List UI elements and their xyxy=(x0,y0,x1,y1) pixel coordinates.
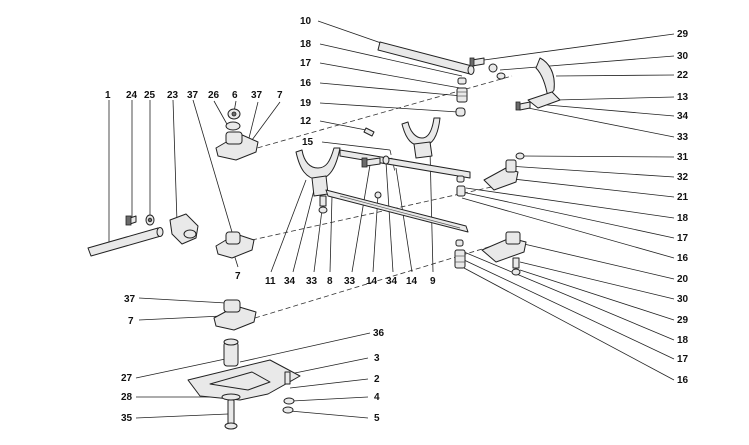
callout-labels: 1 24 25 23 37 26 6 37 7 10 18 17 16 19 1… xyxy=(105,16,689,424)
callout-8: 8 xyxy=(327,276,333,287)
callout-32: 32 xyxy=(677,172,689,183)
bolt-part-33-lower xyxy=(318,195,328,214)
mount-assembly-bottom xyxy=(187,338,301,430)
alignment-lines xyxy=(249,75,513,319)
callout-16: 16 xyxy=(677,253,689,264)
callout-33: 33 xyxy=(344,276,356,287)
callout-17: 17 xyxy=(300,58,312,69)
callout-11: 11 xyxy=(265,276,276,287)
detent-assembly-lower xyxy=(454,239,466,269)
callout-3: 3 xyxy=(374,353,380,364)
callout-15: 15 xyxy=(302,137,314,148)
rod-part-10 xyxy=(377,41,475,75)
callout-29: 29 xyxy=(677,315,689,326)
callout-34: 34 xyxy=(677,111,689,122)
bracket-part-23 xyxy=(169,213,199,245)
callout-33: 33 xyxy=(306,276,318,287)
callout-21: 21 xyxy=(677,192,689,203)
callout-31: 31 xyxy=(677,152,689,163)
callout-28: 28 xyxy=(121,392,133,403)
callout-10: 10 xyxy=(300,16,312,27)
callout-16: 16 xyxy=(300,78,312,89)
callout-17: 17 xyxy=(677,354,689,365)
callout-14: 14 xyxy=(406,276,418,287)
callout-34: 34 xyxy=(284,276,296,287)
callout-9: 9 xyxy=(430,276,436,287)
callout-14: 14 xyxy=(366,276,378,287)
bolt-part-33-right xyxy=(515,101,531,111)
callout-22: 22 xyxy=(677,70,689,81)
callout-37: 37 xyxy=(187,90,199,101)
leader-lines xyxy=(108,20,675,419)
callout-33: 33 xyxy=(677,132,689,143)
callout-30: 30 xyxy=(677,294,689,305)
callout-12: 12 xyxy=(300,116,312,127)
selector-head-part-21 xyxy=(483,152,525,191)
callout-30: 30 xyxy=(677,51,689,62)
callout-24: 24 xyxy=(126,90,138,101)
pin-part-14 xyxy=(374,191,382,199)
callout-20: 20 xyxy=(677,274,689,285)
callout-25: 25 xyxy=(144,90,156,101)
callout-1: 1 xyxy=(105,90,111,101)
callout-19: 19 xyxy=(300,98,312,109)
bolt-part-33 xyxy=(361,155,390,168)
shift-fork-part-11 xyxy=(295,147,341,197)
callout-37: 37 xyxy=(251,90,263,101)
callout-23: 23 xyxy=(167,90,179,101)
callout-7: 7 xyxy=(235,271,241,282)
detent-assembly-middle xyxy=(456,175,466,197)
callout-6: 6 xyxy=(232,90,238,101)
bolt-part-29 xyxy=(469,57,506,80)
callout-34: 34 xyxy=(386,276,398,287)
shaft-part-8 xyxy=(325,189,469,233)
callout-18: 18 xyxy=(677,213,689,224)
callout-7: 7 xyxy=(128,316,134,327)
bolt-part-29-lower xyxy=(511,257,521,276)
callout-2: 2 xyxy=(374,374,380,385)
callout-27: 27 xyxy=(121,373,133,384)
selector-head-middle-left xyxy=(215,231,255,259)
callout-18: 18 xyxy=(677,335,689,346)
selector-head-lower-left xyxy=(213,299,257,331)
shift-fork-part-22 xyxy=(527,57,561,109)
selector-head-upper-left xyxy=(215,108,259,161)
callout-29: 29 xyxy=(677,29,689,40)
callout-13: 13 xyxy=(677,92,689,103)
callout-5: 5 xyxy=(374,413,380,424)
rod-part-1 xyxy=(87,227,164,257)
callout-36: 36 xyxy=(373,328,385,339)
callout-26: 26 xyxy=(208,90,220,101)
callout-4: 4 xyxy=(374,392,380,403)
callout-17: 17 xyxy=(677,233,689,244)
pin-part-12 xyxy=(363,127,375,137)
bolt-part-24 xyxy=(125,214,155,226)
callout-18: 18 xyxy=(300,39,312,50)
selector-head-part-20 xyxy=(481,231,527,263)
callout-35: 35 xyxy=(121,413,133,424)
detent-assembly-top xyxy=(455,77,468,117)
callout-16: 16 xyxy=(677,375,689,386)
callout-7: 7 xyxy=(277,90,283,101)
callout-37: 37 xyxy=(124,294,136,305)
shift-fork-part-9 xyxy=(339,117,471,179)
